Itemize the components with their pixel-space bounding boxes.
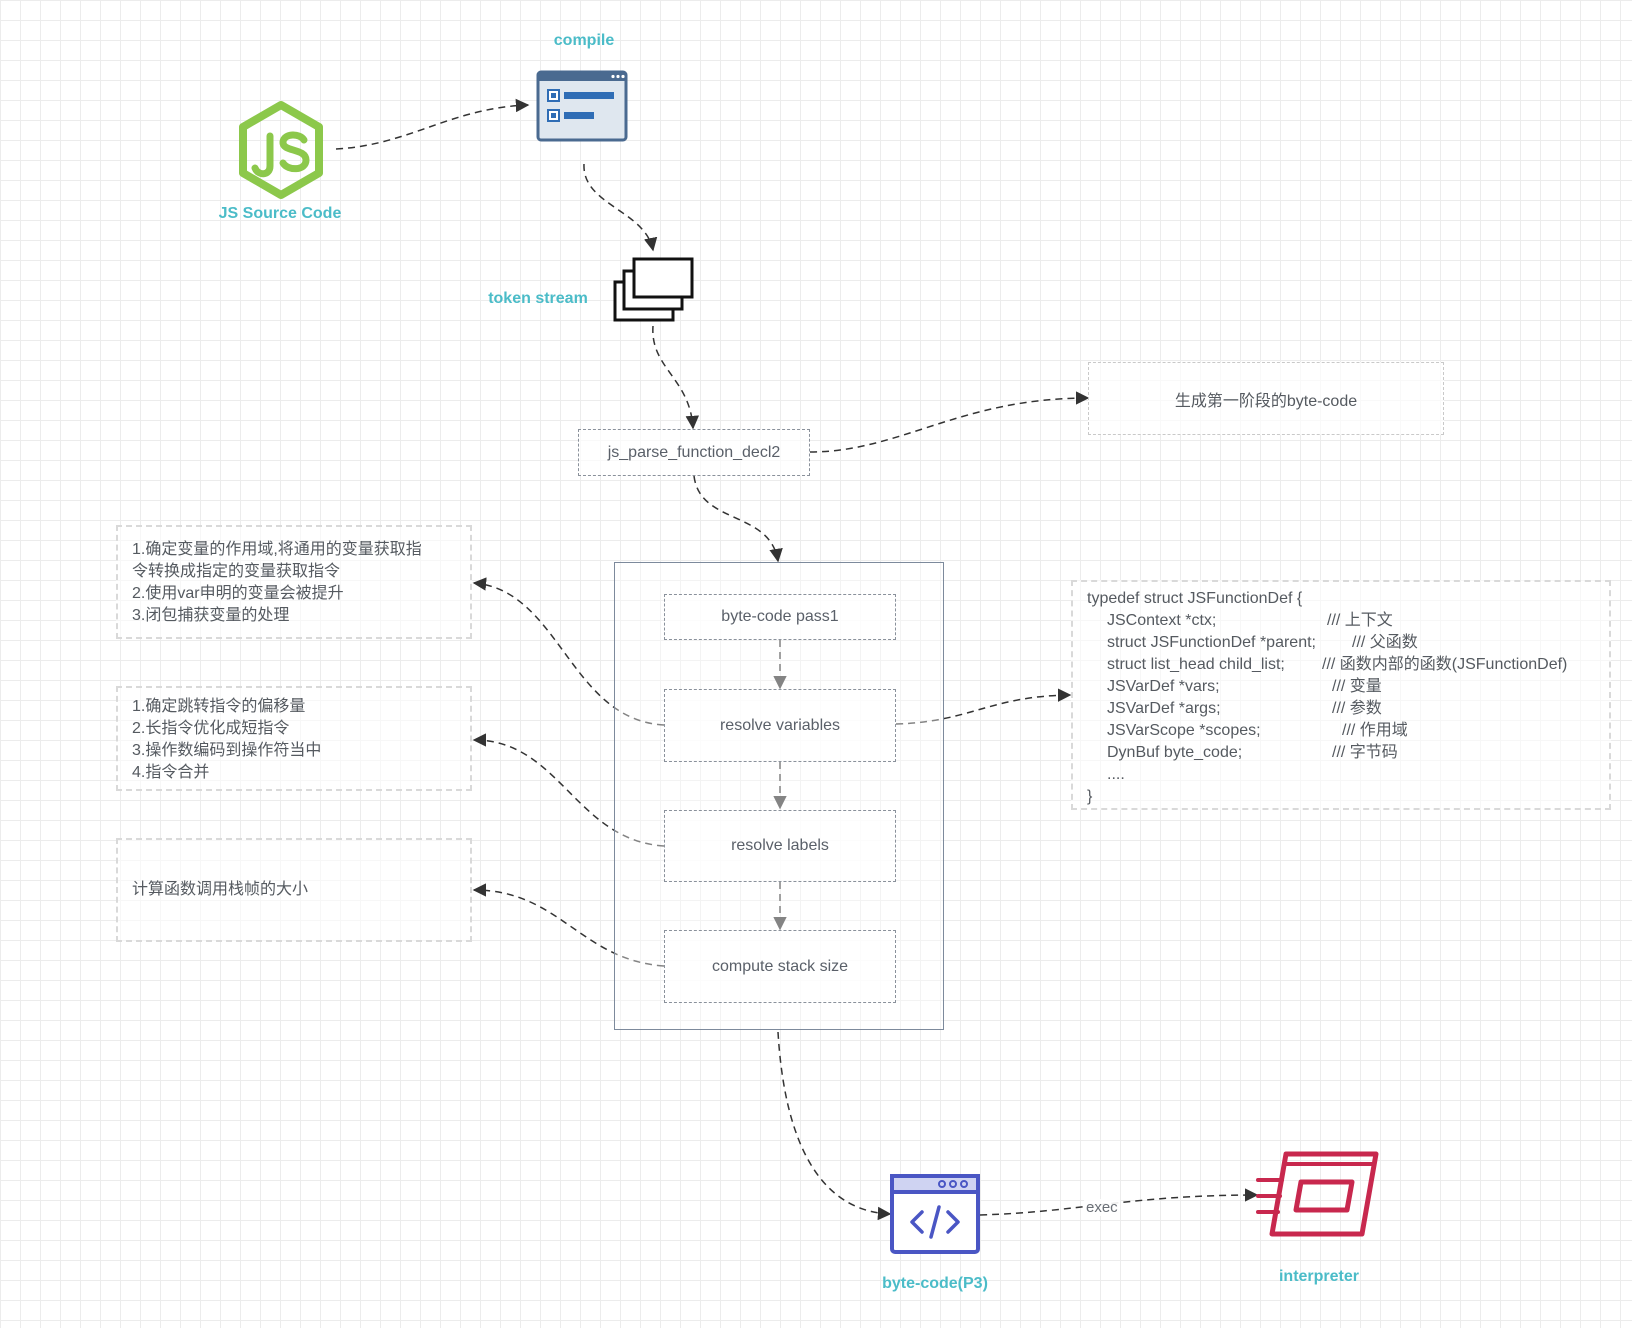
edge-token-to-parse <box>652 325 700 430</box>
compute-stack-label: compute stack size <box>711 957 849 975</box>
note-line: 4.指令合并 <box>132 764 210 781</box>
code-row: struct list_head child_list; /// 函数内部的函数(… <box>1087 654 1595 676</box>
code-row: struct JSFunctionDef *parent; /// 父函数 <box>1087 632 1595 654</box>
code-window-icon <box>890 1174 980 1254</box>
code-text: struct JSFunctionDef *parent; <box>1107 634 1316 651</box>
stack-size-note: 计算函数调用栈帧的大小 <box>116 838 472 942</box>
note-line: 令转换成指定的变量获取指令 <box>132 563 341 580</box>
code-text: DynBuf byte_code; <box>1107 744 1243 761</box>
code-comment: /// 父函数 <box>1352 634 1418 651</box>
note-line: 1.确定跳转指令的偏移量 <box>132 698 306 715</box>
code-text: JSContext *ctx; <box>1107 612 1217 629</box>
edge-js-to-compile <box>335 98 530 150</box>
js-source-label: JS Source Code <box>218 205 342 222</box>
parse-function-label: js_parse_function_decl2 <box>607 443 781 461</box>
code-comment: /// 字节码 <box>1332 744 1398 761</box>
edge-compile-to-token <box>583 163 658 252</box>
edge-parse-to-stage1 <box>809 391 1090 453</box>
stage1-note: 生成第一阶段的byte-code <box>1088 362 1444 435</box>
code-row: DynBuf byte_code; /// 字节码 <box>1087 742 1595 764</box>
code-text: } <box>1087 788 1093 805</box>
note-line: 计算函数调用栈帧的大小 <box>132 881 309 898</box>
note-line: 2.使用var申明的变量会被提升 <box>132 585 344 602</box>
resolve-variables-node: resolve variables <box>664 689 896 762</box>
jsfunctiondef-code-block: typedef struct JSFunctionDef { JSContext… <box>1071 580 1611 810</box>
code-comment: /// 上下文 <box>1327 612 1393 629</box>
edge-stack-to-note <box>472 883 665 967</box>
stage1-note-text: 生成第一阶段的byte-code <box>1174 392 1358 410</box>
browser-window-icon <box>536 70 628 142</box>
nodejs-hexagon-icon <box>239 101 323 199</box>
stacked-windows-icon <box>613 257 694 322</box>
code-text: JSVarDef *args; <box>1107 700 1221 717</box>
edge-container-to-bytecode <box>777 1031 892 1221</box>
code-text: struct list_head child_list; <box>1107 656 1285 673</box>
code-text: typedef struct JSFunctionDef { <box>1087 590 1303 607</box>
code-text: JSVarDef *vars; <box>1107 678 1220 695</box>
note-line: 3.操作数编码到操作符当中 <box>132 742 322 759</box>
bytecode-p3-label: byte-code(P3) <box>882 1275 988 1292</box>
compute-stack-node: compute stack size <box>664 930 896 1003</box>
code-row: typedef struct JSFunctionDef { <box>1087 588 1595 610</box>
interpreter-label: interpreter <box>1278 1268 1360 1285</box>
parse-function-node: js_parse_function_decl2 <box>578 429 810 476</box>
resolve-labels-label: resolve labels <box>731 837 829 854</box>
code-row: JSContext *ctx; /// 上下文 <box>1087 610 1595 632</box>
interpreter-icon <box>1256 1151 1379 1237</box>
code-comment: /// 函数内部的函数(JSFunctionDef) <box>1322 656 1568 673</box>
pass1-label: byte-code pass1 <box>721 608 839 625</box>
note-line: 1.确定变量的作用域,将通用的变量获取指 <box>132 541 422 558</box>
code-comment: /// 参数 <box>1332 700 1382 717</box>
code-comment: /// 变量 <box>1332 678 1382 695</box>
code-row: } <box>1087 786 1595 808</box>
edge-parse-to-container <box>693 475 783 563</box>
edge-vars-to-notes <box>472 577 665 726</box>
code-row: JSVarScope *scopes; /// 作用域 <box>1087 720 1595 742</box>
code-row: .... <box>1087 764 1595 786</box>
edge-labels-to-notes <box>472 733 665 847</box>
code-row: JSVarDef *vars; /// 变量 <box>1087 676 1595 698</box>
code-text: .... <box>1107 766 1125 783</box>
resolve-variables-label: resolve variables <box>719 716 841 734</box>
compile-label: compile <box>553 32 615 49</box>
resolve-labels-node: resolve labels <box>664 810 896 882</box>
note-line: 3.闭包捕获变量的处理 <box>132 607 290 624</box>
note-line: 2.长指令优化成短指令 <box>132 720 290 737</box>
code-comment: /// 作用域 <box>1342 722 1408 739</box>
token-stream-label: token stream <box>488 290 588 307</box>
resolve-labels-notes: 1.确定跳转指令的偏移量 2.长指令优化成短指令 3.操作数编码到操作符当中 4… <box>116 686 472 791</box>
edge-vars-to-code <box>895 688 1072 725</box>
exec-edge-label: exec <box>1084 1199 1120 1216</box>
resolve-variables-notes: 1.确定变量的作用域,将通用的变量获取指 令转换成指定的变量获取指令 2.使用v… <box>116 525 472 639</box>
edge-bytecode-to-interpreter <box>979 1188 1259 1216</box>
code-row: JSVarDef *args; /// 参数 <box>1087 698 1595 720</box>
code-text: JSVarScope *scopes; <box>1107 722 1261 739</box>
pass1-node: byte-code pass1 <box>664 594 896 640</box>
